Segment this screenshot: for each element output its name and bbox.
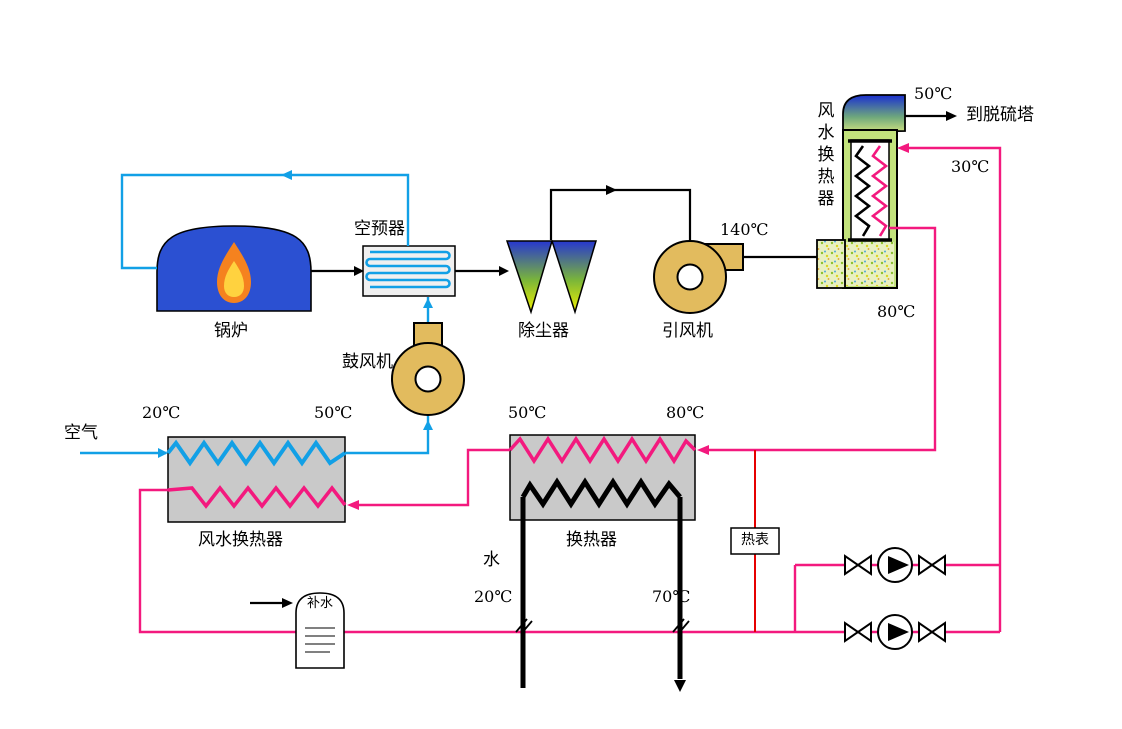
flue-gas-line [311, 111, 957, 276]
heat-meter-box [730, 527, 780, 555]
blower-icon [391, 322, 465, 416]
hot-water-line [138, 143, 1002, 634]
air-line [80, 170, 433, 467]
temp-tap-water-out: 70℃ [652, 587, 691, 606]
line-break-mark [515, 618, 528, 633]
boiler-shape [156, 225, 312, 312]
water-hx-label: 换热器 [566, 530, 617, 550]
air-water-hx-label: 风水换热器 [198, 530, 283, 550]
hx-gas-coil [853, 145, 872, 237]
temp-stack-out: 50℃ [914, 84, 953, 103]
temp-hx2-cold: 50℃ [508, 403, 547, 422]
valve-icon [918, 621, 946, 643]
dust-collector-label: 除尘器 [518, 321, 569, 341]
induced-fan-icon [653, 240, 744, 314]
temp-air-hot: 50℃ [314, 403, 353, 422]
makeup-water-label: 补水 [306, 596, 333, 611]
hx-water-coil [870, 145, 889, 237]
flue-gas-hx-label: 风水换热器 [813, 101, 834, 211]
valve-icon [918, 554, 946, 576]
tap-water-line [515, 477, 690, 692]
preheater-coil [365, 250, 451, 289]
water-hx-hot-coil [508, 435, 697, 465]
valve-icon [844, 621, 872, 643]
boiler-label: 锅炉 [214, 321, 248, 341]
air-inlet-label: 空气 [64, 423, 98, 443]
valve-icon [844, 554, 872, 576]
stack-elbow [842, 94, 906, 133]
pump-icon [877, 547, 913, 583]
flue-gas-hx-shape [816, 94, 906, 289]
air-hx-coil [166, 439, 347, 467]
temp-tap-water-in: 20℃ [474, 587, 513, 606]
induced-fan-label: 引风机 [662, 321, 713, 341]
temp-water-supply: 80℃ [877, 302, 916, 321]
pump-icon [877, 614, 913, 650]
temp-air-cold: 20℃ [142, 403, 181, 422]
blower-label: 鼓风机 [342, 352, 393, 372]
heat-meter-label: 热表 [741, 532, 769, 548]
air-preheater-label: 空预器 [354, 219, 405, 239]
air-preheater-box [362, 245, 456, 297]
dust-collector-shape [505, 240, 598, 315]
to-desulfurization-label: 到脱硫塔 [966, 105, 1034, 125]
temp-water-return: 30℃ [951, 157, 990, 176]
makeup-tank-shape [250, 592, 345, 669]
water-hx-cold-coil [520, 477, 682, 509]
line-break-mark [672, 618, 685, 633]
temp-hx2-hot: 80℃ [666, 403, 705, 422]
water-inlet-label: 水 [483, 550, 500, 570]
flue-inlet-elbow [816, 239, 846, 289]
temp-fan-out: 140℃ [720, 220, 769, 239]
air-hx-water-coil [167, 485, 347, 509]
